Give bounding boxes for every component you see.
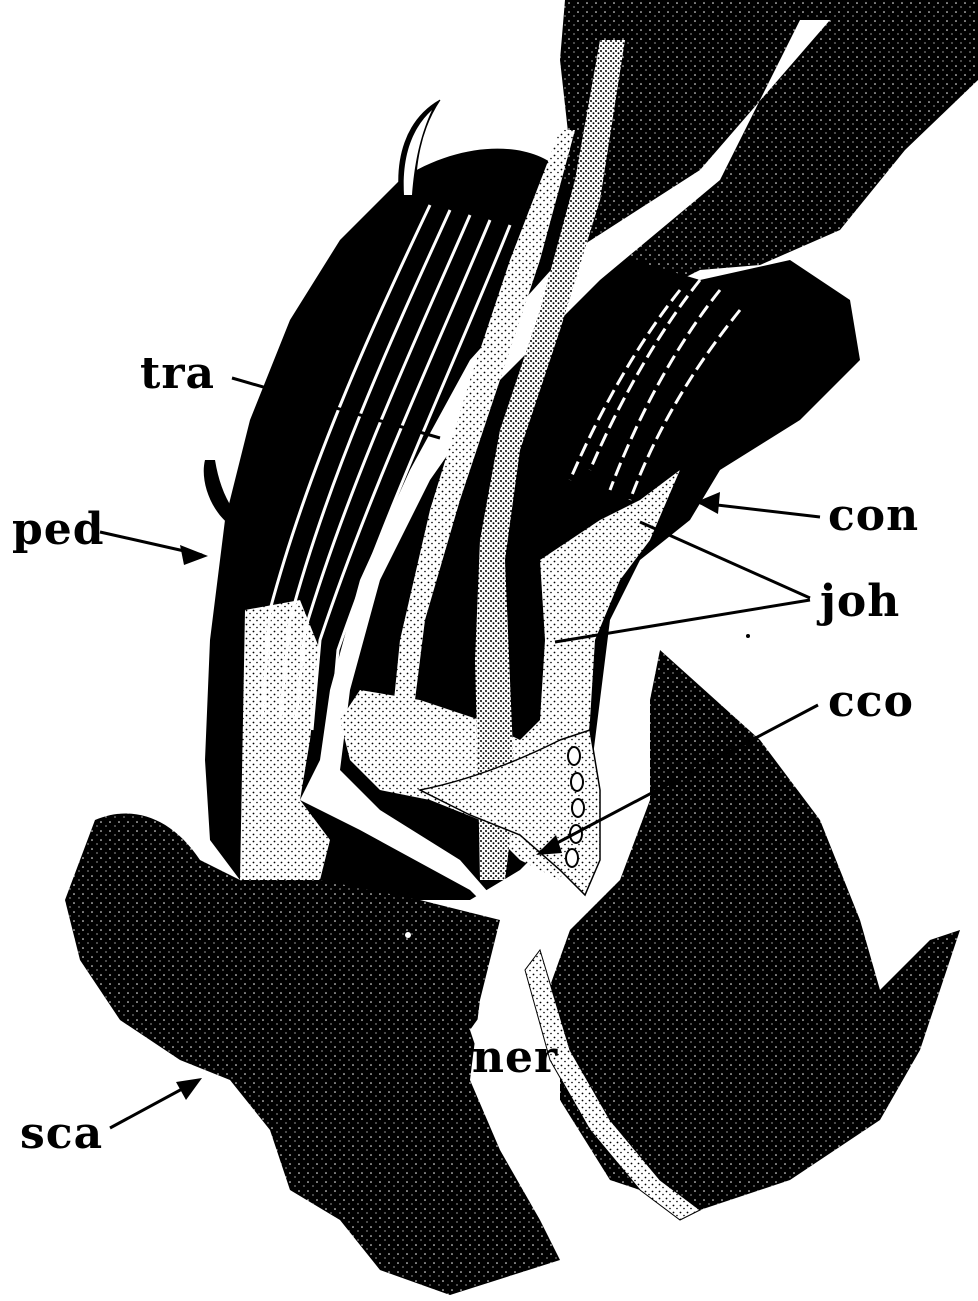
label-cco: cco (828, 680, 914, 724)
label-con: con (828, 494, 919, 538)
speck (405, 932, 411, 938)
speck (746, 634, 750, 638)
label-joh: joh (820, 580, 900, 624)
arrowhead-ped (180, 545, 208, 565)
label-tra: tra (140, 352, 215, 396)
label-ner: ner (472, 1036, 558, 1080)
label-sca: sca (20, 1112, 103, 1156)
arrowhead-sca (176, 1078, 202, 1100)
label-ped: ped (12, 508, 105, 552)
leader-joh-a (640, 522, 810, 598)
